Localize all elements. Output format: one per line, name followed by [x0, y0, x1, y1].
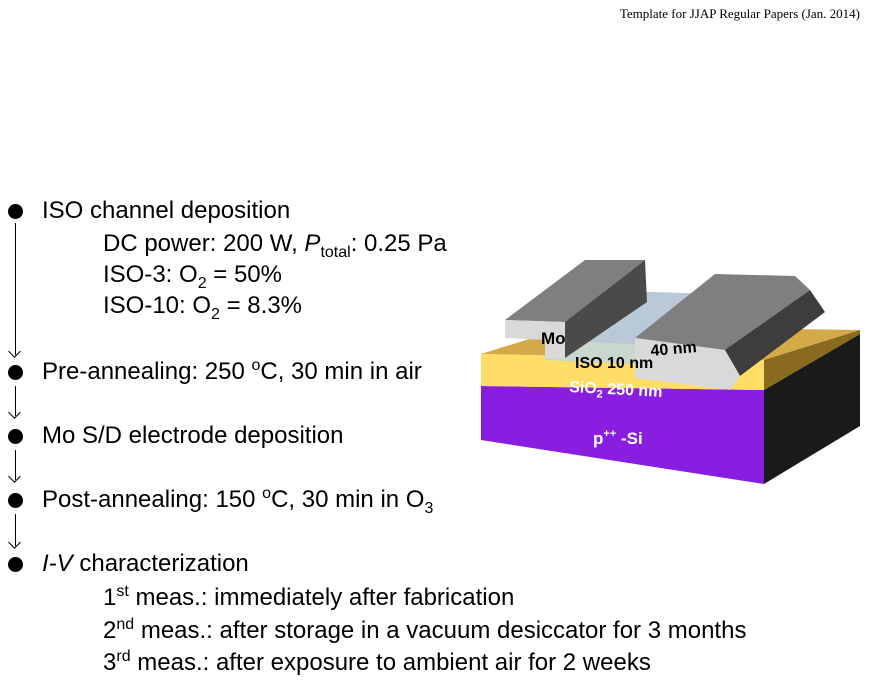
- iso-label: ISO 10 nm: [575, 355, 653, 372]
- mo-left-front: [505, 320, 565, 358]
- step-pre-annealing: Pre-annealing: 250 oC, 30 min in air: [8, 358, 422, 386]
- measurement-2: 2nd meas.: after storage in a vacuum des…: [103, 616, 747, 645]
- mo-left-side: [565, 260, 647, 358]
- mo-thickness-label: 40 nm: [650, 339, 698, 360]
- bullet-icon: [8, 428, 23, 444]
- mo-right-side: [725, 290, 825, 376]
- step-iv-characterization: I-V characterization: [8, 550, 249, 578]
- bullet-icon: [8, 203, 23, 219]
- step-label: ISO channel deposition: [42, 197, 291, 224]
- step-label: I-V characterization: [42, 550, 249, 577]
- substrate-label: p++ -Si: [593, 428, 643, 448]
- measurement-1: 1st meas.: immediately after fabrication: [103, 583, 515, 612]
- step-label: Post-annealing: 150 oC, 30 min in O3: [42, 485, 434, 517]
- measurement-3: 3rd meas.: after exposure to ambient air…: [103, 648, 651, 677]
- bullet-icon: [8, 556, 23, 572]
- mo-right-front: [635, 338, 740, 390]
- sio2-side: [764, 330, 860, 390]
- param-power: DC power: 200 W, Ptotal: 0.25 Pa: [103, 230, 447, 261]
- mo-label: Mo: [541, 329, 566, 348]
- flow-arrow: [15, 223, 16, 355]
- mo-right-top: [635, 274, 810, 350]
- step-post-annealing: Post-annealing: 150 oC, 30 min in O3: [8, 485, 434, 517]
- substrate-side: [764, 334, 860, 484]
- step-mo-deposition: Mo S/D electrode deposition: [8, 422, 344, 450]
- bullet-icon: [8, 364, 23, 380]
- step-iso-deposition: ISO channel deposition: [8, 197, 290, 225]
- flow-arrow: [15, 386, 16, 416]
- param-iso3: ISO-3: O2 = 50%: [103, 261, 282, 292]
- page-header: Template for JJAP Regular Papers (Jan. 2…: [619, 6, 860, 21]
- mo-left-top: [505, 260, 645, 322]
- step-label: Pre-annealing: 250 oC, 30 min in air: [42, 357, 422, 386]
- param-iso10: ISO-10: O2 = 8.3%: [103, 292, 303, 323]
- substrate-front: [481, 386, 764, 484]
- flow-arrow: [15, 514, 16, 546]
- bullet-icon: [8, 492, 23, 508]
- device-structure-diagram: Mo 40 nm ISO 10 nm SiO2 250 nm p++ -Si: [481, 260, 860, 484]
- step-label: Mo S/D electrode deposition: [42, 422, 344, 449]
- sio2-label: SiO2 250 nm: [569, 379, 663, 404]
- flow-arrow: [15, 450, 16, 480]
